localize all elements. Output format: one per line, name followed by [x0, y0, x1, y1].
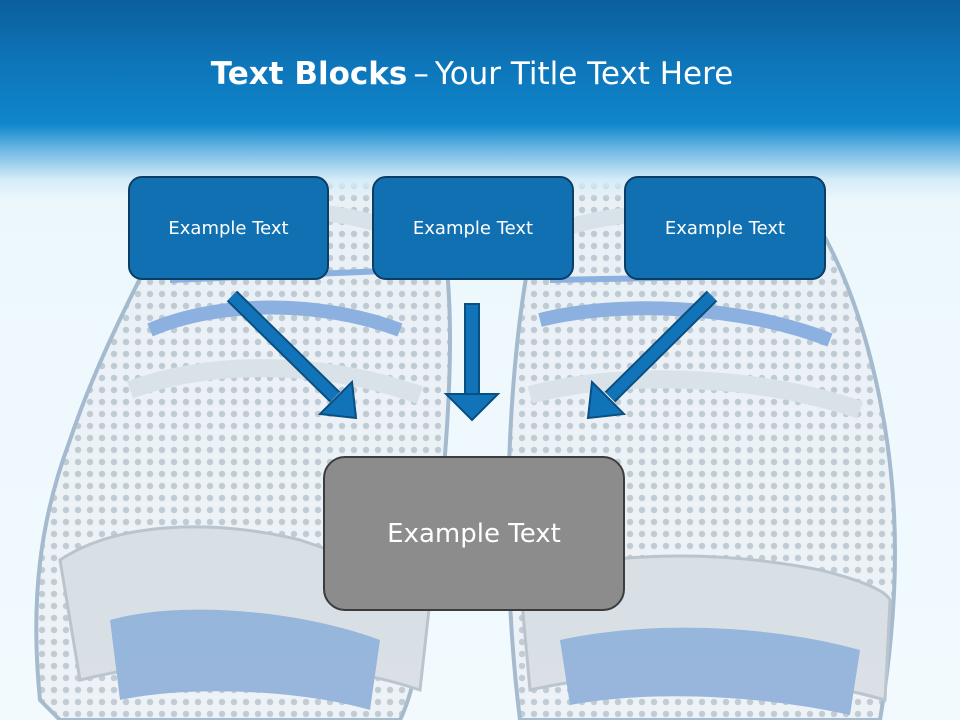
center-text-block[interactable]: Example Text	[323, 456, 625, 611]
center-text-block-label: Example Text	[387, 518, 561, 549]
text-block-left-label: Example Text	[168, 217, 289, 239]
text-block-right[interactable]: Example Text	[624, 176, 826, 280]
text-block-middle-label: Example Text	[412, 217, 534, 239]
text-block-right-label: Example Text	[664, 217, 786, 239]
header-band	[0, 0, 960, 200]
text-block-left[interactable]: Example Text	[128, 176, 329, 280]
slide-title: Text Blocks–Your Title Text Here	[0, 50, 944, 98]
text-block-middle[interactable]: Example Text	[372, 176, 574, 280]
title-bold: Text Blocks	[210, 56, 408, 92]
title-rest: Your Title Text Here	[434, 56, 734, 92]
title-dash: –	[413, 56, 429, 92]
